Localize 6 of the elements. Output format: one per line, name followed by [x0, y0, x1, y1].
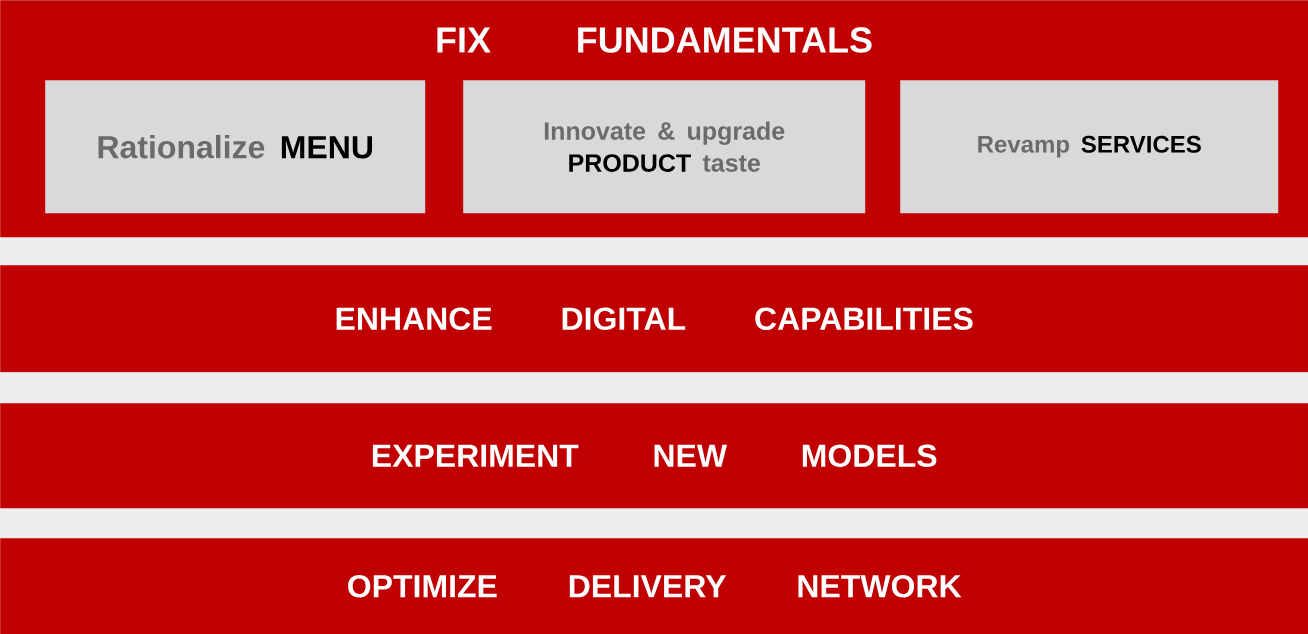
- text-box: Revamp SERVICES: [900, 80, 1279, 214]
- text-box: Rationalize MENU: [45, 80, 426, 214]
- band: ENHANCE DIGITAL CAPABILITIES: [0, 265, 1308, 373]
- band: OPTIMIZE DELIVERY NETWORK: [0, 538, 1308, 634]
- text-box: Innovate & upgrade PRODUCT taste: [463, 80, 866, 214]
- band: EXPERIMENT NEW MODELS: [0, 403, 1308, 509]
